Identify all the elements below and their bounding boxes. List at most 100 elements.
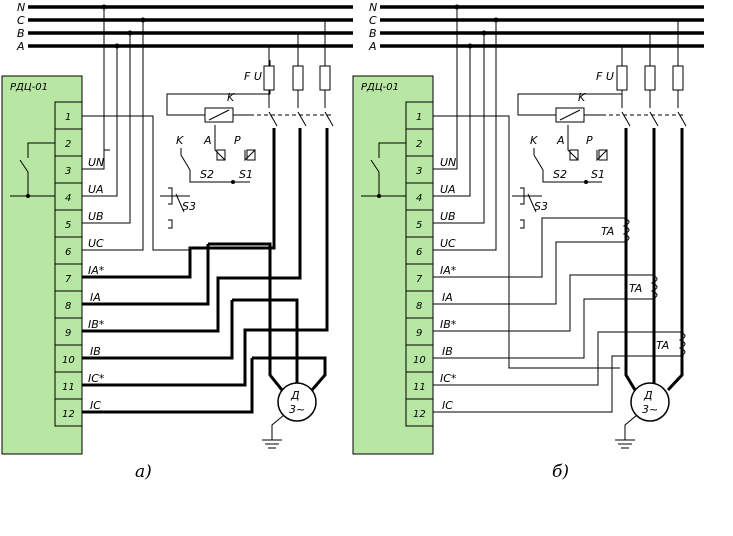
voltage-wires-b xyxy=(433,4,620,369)
switch-s2-label-a: S2 xyxy=(200,168,214,181)
fuse-label-b: F U xyxy=(596,70,614,83)
signal-ib-star-a: IB* xyxy=(88,318,105,331)
terminal-10-a: 10 xyxy=(62,355,75,366)
switch-s3-label-b: S3 xyxy=(534,200,548,213)
terminal-9-a: 9 xyxy=(65,328,71,339)
bus-label-c-b: C xyxy=(369,14,377,27)
signal-ic-b: IC xyxy=(442,399,453,412)
terminal-cells-a xyxy=(55,128,82,400)
contact-k-label-a: K xyxy=(176,134,184,147)
terminal-11-a: 11 xyxy=(62,382,75,393)
contact-p-label-b: P xyxy=(586,134,593,147)
terminal-4-a: 4 xyxy=(65,193,71,204)
terminal-5-b: 5 xyxy=(416,220,422,231)
relay-k-label-a: K xyxy=(227,91,235,104)
contact-a-label-a: A xyxy=(203,134,212,147)
signal-ua-b: UA xyxy=(440,183,456,196)
signal-ib-star-b: IB* xyxy=(440,318,457,331)
control-circuit-a: K K A P S2 S1 S3 xyxy=(160,60,271,229)
contact-a-label-b: A xyxy=(556,134,565,147)
bus-label-a: A xyxy=(16,40,25,53)
terminal-7-a: 7 xyxy=(65,274,72,285)
terminal-3-b: 3 xyxy=(416,166,422,177)
terminal-1-a: 1 xyxy=(65,112,71,123)
terminal-8-b: 8 xyxy=(416,301,422,312)
signal-ib-b: IB xyxy=(442,345,453,358)
motor-phase-a: 3~ xyxy=(289,403,305,416)
bus-label-n-b: N xyxy=(369,1,377,14)
motor-phase-b: 3~ xyxy=(642,403,658,416)
power-wiring-b xyxy=(624,128,684,392)
ct-label-3-b: TA xyxy=(656,339,669,352)
signal-ic-star-a: IC* xyxy=(88,372,105,385)
signal-ic-star-b: IC* xyxy=(440,372,457,385)
signal-ia-star-a: IA* xyxy=(88,264,105,277)
device-title-a: РДЦ-01 xyxy=(10,82,48,93)
terminal-12-b: 12 xyxy=(413,409,426,420)
contact-p-label-a: P xyxy=(234,134,241,147)
terminal-2-b: 2 xyxy=(416,139,422,150)
device-title-b: РДЦ-01 xyxy=(361,82,399,93)
terminal-cells-b xyxy=(406,128,433,400)
signal-ub-b: UB xyxy=(440,210,456,223)
signal-ia-a: IA xyxy=(90,291,101,304)
terminal-5-a: 5 xyxy=(65,220,71,231)
bus-label-a-b: A xyxy=(368,40,377,53)
terminal-9-b: 9 xyxy=(416,328,422,339)
signal-uc-b: UC xyxy=(440,237,456,250)
motor-a: Д 3~ xyxy=(262,382,317,449)
relay-k-label-b: K xyxy=(578,91,586,104)
ct-label-1-b: TA xyxy=(601,225,614,238)
contact-k-label-b: K xyxy=(530,134,538,147)
signal-uc-a: UC xyxy=(88,237,104,250)
terminal-6-b: 6 xyxy=(416,247,422,258)
bus-label-b-b: B xyxy=(369,27,377,40)
contactor-contacts-a xyxy=(250,111,334,127)
schematic-b: N C B A РДЦ-01 1 2 3 4 5 6 7 8 9 10 xyxy=(352,1,704,482)
motor-label-b: Д xyxy=(643,389,653,402)
switch-s3-label-a: S3 xyxy=(182,200,196,213)
motor-label-a: Д xyxy=(290,389,300,402)
terminal-11-b: 11 xyxy=(413,382,426,393)
fuses-a: F U xyxy=(244,20,331,108)
power-wiring-a xyxy=(82,128,329,414)
terminal-1-b: 1 xyxy=(416,112,422,123)
fuse-label-a: F U xyxy=(244,70,262,83)
contactor-contacts-b xyxy=(602,111,687,127)
terminal-3-a: 3 xyxy=(65,166,71,177)
terminal-2-a: 2 xyxy=(65,139,71,150)
fuses-b: F U xyxy=(596,20,684,108)
schematic-a: N C B A РДЦ-01 1 2 3 4 5 6 7 8 9 xyxy=(1,1,353,482)
phase-buses-a: N C B A xyxy=(16,1,353,53)
signal-un-b: UN xyxy=(440,156,456,169)
switch-s1-label-a: S1 xyxy=(239,168,253,181)
signal-ua-a: UA xyxy=(88,183,104,196)
signal-ib-a: IB xyxy=(90,345,101,358)
caption-b: б) xyxy=(552,462,569,482)
switch-s2-label-b: S2 xyxy=(553,168,567,181)
signal-ia-b: IA xyxy=(442,291,453,304)
control-circuit-b: K K A P S2 S1 S3 xyxy=(512,60,623,229)
terminal-6-a: 6 xyxy=(65,247,71,258)
motor-b: Д 3~ xyxy=(615,382,670,449)
signal-ic-a: IC xyxy=(90,399,101,412)
terminal-12-a: 12 xyxy=(62,409,75,420)
signal-un-a: UN xyxy=(88,156,104,169)
phase-buses-b: N C B A xyxy=(368,1,704,53)
terminal-10-b: 10 xyxy=(413,355,426,366)
bus-label-n: N xyxy=(17,1,25,14)
signal-ia-star-b: IA* xyxy=(440,264,457,277)
current-transformers-b: TA TA TA xyxy=(433,217,686,413)
caption-a: а) xyxy=(135,462,152,482)
bus-label-c: C xyxy=(17,14,25,27)
internal-contact-a xyxy=(10,142,55,198)
bus-label-b: B xyxy=(17,27,25,40)
switch-s1-label-b: S1 xyxy=(591,168,605,181)
terminal-4-b: 4 xyxy=(416,193,422,204)
ct-label-2-b: TA xyxy=(629,282,642,295)
internal-contact-b xyxy=(361,142,406,198)
terminal-7-b: 7 xyxy=(416,274,423,285)
terminal-8-a: 8 xyxy=(65,301,71,312)
signal-ub-a: UB xyxy=(88,210,104,223)
